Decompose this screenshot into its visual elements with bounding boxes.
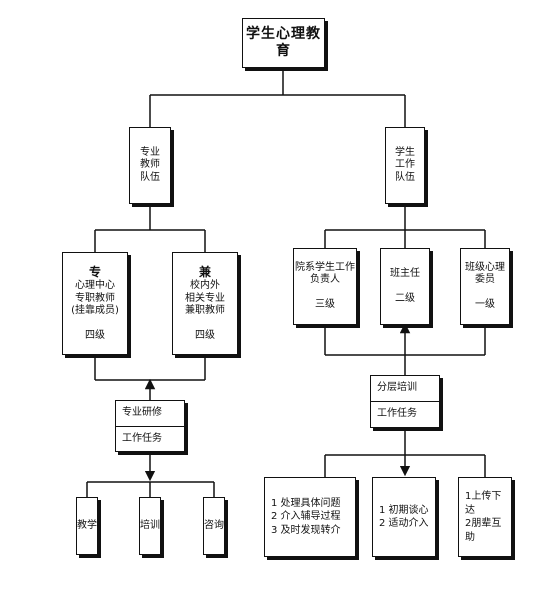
role-level-class-committee: 一级 bbox=[475, 298, 495, 310]
left-leaf-teaching: 教学 bbox=[76, 497, 98, 555]
branch-label-teachers: 专业 教师 队伍 bbox=[140, 146, 160, 183]
right-role-box-dept: 院系学生工作 负责人 三级 bbox=[293, 248, 357, 325]
role-mark-fulltime: 专 bbox=[88, 265, 101, 279]
right-hub-top: 分层培训 bbox=[377, 382, 417, 394]
right-leaf-class-teacher-tasks: 1 初期谈心 2 适动介入 bbox=[372, 477, 436, 557]
left-hub-bottom: 工作任务 bbox=[116, 425, 184, 452]
right-leaf-dept-tasks-text: 1 处理具体问题 2 介入辅导过程 3 及时发现转介 bbox=[271, 497, 341, 536]
role-level-fulltime: 四级 bbox=[85, 329, 105, 341]
left-leaf-teaching-text: 教学 bbox=[77, 519, 97, 531]
left-hub-top: 专业研修 bbox=[122, 407, 162, 418]
left-hub-box: 专业研修 工作任务 bbox=[115, 400, 185, 452]
role-text-parttime: 校内外 相关专业 兼职教师 bbox=[185, 280, 225, 316]
right-hub-bottom: 工作任务 bbox=[371, 401, 439, 427]
left-leaf-training-text: 培训 bbox=[140, 519, 160, 531]
role-level-class-teacher: 二级 bbox=[395, 292, 415, 304]
role-text-class-teacher: 班主任 bbox=[390, 268, 420, 279]
title-box: 学生心理教育 bbox=[242, 18, 325, 68]
right-leaf-committee-tasks-text: 1上传下达 2朋辈互助 bbox=[465, 491, 502, 543]
role-text-fulltime: 心理中心 专职教师 (挂靠成员) bbox=[71, 280, 119, 316]
left-leaf-counseling-text: 咨询 bbox=[204, 519, 224, 531]
left-role-box-parttime: 兼 校内外 相关专业 兼职教师 四级 bbox=[172, 252, 238, 355]
right-role-box-class-committee: 班级心理 委员 一级 bbox=[460, 248, 510, 325]
right-leaf-dept-tasks: 1 处理具体问题 2 介入辅导过程 3 及时发现转介 bbox=[264, 477, 356, 557]
right-leaf-class-teacher-tasks-text: 1 初期谈心 2 适动介入 bbox=[379, 504, 429, 530]
branch-box-teachers: 专业 教师 队伍 bbox=[129, 127, 171, 204]
right-role-box-class-teacher: 班主任 二级 bbox=[380, 248, 430, 325]
left-role-box-fulltime: 专 心理中心 专职教师 (挂靠成员) 四级 bbox=[62, 252, 128, 355]
role-text-class-committee: 班级心理 委员 bbox=[465, 261, 505, 286]
branch-label-student-work: 学生 工作 队伍 bbox=[395, 146, 415, 183]
left-leaf-training: 培训 bbox=[139, 497, 161, 555]
role-level-parttime: 四级 bbox=[195, 329, 215, 341]
title-text: 学生心理教育 bbox=[246, 25, 321, 60]
right-leaf-committee-tasks: 1上传下达 2朋辈互助 bbox=[458, 477, 512, 557]
role-level-dept: 三级 bbox=[315, 298, 335, 310]
right-hub-box: 分层培训 工作任务 bbox=[370, 375, 440, 428]
role-mark-parttime: 兼 bbox=[198, 265, 211, 279]
role-text-dept: 院系学生工作 负责人 bbox=[295, 261, 355, 286]
branch-box-student-work: 学生 工作 队伍 bbox=[385, 127, 425, 204]
left-leaf-counseling: 咨询 bbox=[203, 497, 225, 555]
